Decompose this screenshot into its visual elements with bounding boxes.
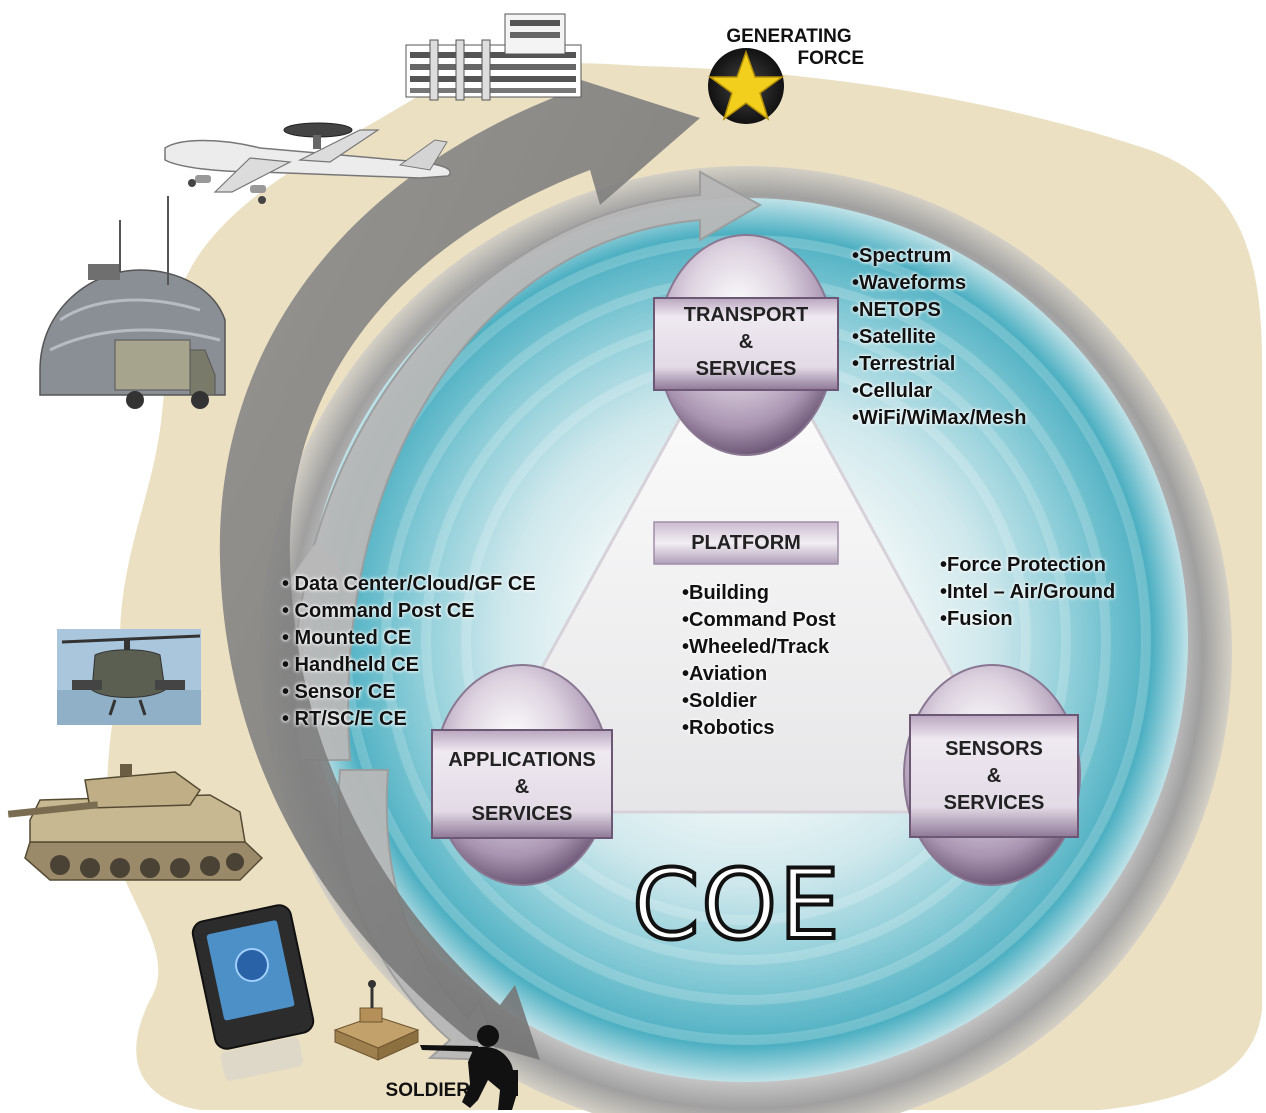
ce-item: • Mounted CE	[282, 627, 412, 649]
platform-item: •Aviation	[682, 663, 768, 685]
transport-line-2: &	[738, 331, 754, 353]
sensors-hub-label: SENSORS & SERVICES	[910, 736, 1078, 817]
applications-line-2: &	[514, 776, 530, 798]
ce-list: • Data Center/Cloud/GF CE • Command Post…	[282, 571, 536, 733]
transport-line-3: SERVICES	[695, 358, 797, 380]
transport-item: •Cellular	[852, 380, 933, 402]
generating-force-label: GENERATING FORCE	[714, 26, 864, 71]
platform-item: •Command Post	[682, 609, 836, 631]
generating-force-line-1: GENERATING	[726, 26, 852, 47]
platform-title: PLATFORM	[691, 532, 801, 554]
transport-hub	[653, 234, 839, 456]
transport-item: •Satellite	[852, 326, 936, 348]
applications-line-3: SERVICES	[471, 803, 573, 825]
platform-title-box	[653, 521, 839, 565]
sensors-line-2: &	[986, 765, 1002, 787]
ce-item: • Handheld CE	[282, 654, 420, 676]
platform-list: •Building •Command Post •Wheeled/Track •…	[682, 580, 836, 742]
coe-title: COE	[630, 848, 842, 962]
generating-force-line-2: FORCE	[797, 48, 865, 70]
outer-cycle-arrow	[219, 70, 700, 1060]
sensors-hub	[903, 664, 1081, 886]
platform-item: •Robotics	[682, 717, 775, 739]
platform-item: •Wheeled/Track	[682, 636, 830, 658]
handheld-device-icon	[191, 904, 315, 1081]
sensor-item: •Force Protection	[940, 554, 1106, 576]
transport-item: •NETOPS	[852, 299, 941, 321]
sensor-item: •Intel – Air/Ground	[940, 581, 1116, 603]
inner-cycle-arrow-top	[293, 170, 763, 761]
sensors-line-1: SENSORS	[945, 738, 1043, 760]
helicopter-icon	[57, 629, 201, 725]
soldier-label: SOLDIER	[385, 1080, 470, 1101]
transport-item: •Waveforms	[852, 272, 967, 294]
transport-item: •Terrestrial	[852, 353, 956, 375]
sensor-list: •Force Protection •Intel – Air/Ground •F…	[940, 552, 1115, 633]
building-icon	[405, 13, 582, 101]
sensor-item: •Fusion	[940, 608, 1013, 630]
applications-hub	[431, 664, 613, 886]
ce-item: • Sensor CE	[282, 681, 396, 703]
sensors-line-3: SERVICES	[943, 792, 1045, 814]
shelter-truck-icon	[39, 196, 226, 409]
ce-item: • Command Post CE	[282, 600, 475, 622]
applications-hub-label: APPLICATIONS & SERVICES	[432, 747, 612, 828]
transport-hub-label: TRANSPORT & SERVICES	[654, 302, 838, 383]
soldier-silhouette-icon	[420, 1025, 518, 1110]
transport-item: •WiFi/WiMax/Mesh	[852, 407, 1027, 429]
ce-item: • Data Center/Cloud/GF CE	[282, 573, 536, 595]
tank-icon	[7, 764, 264, 881]
inner-cycle-arrowhead-left	[282, 540, 356, 592]
applications-line-1: APPLICATIONS	[448, 749, 596, 771]
platform-item: •Building	[682, 582, 769, 604]
platform-item: •Soldier	[682, 690, 757, 712]
transport-line-1: TRANSPORT	[683, 304, 809, 326]
sensor-device-icon	[333, 980, 420, 1061]
transport-item: •Spectrum	[852, 245, 952, 267]
transport-list: •Spectrum •Waveforms •NETOPS •Satellite …	[852, 243, 1026, 432]
awacs-aircraft-icon	[164, 122, 451, 204]
star-icon	[707, 48, 785, 124]
ce-item: • RT/SC/E CE	[282, 708, 407, 730]
